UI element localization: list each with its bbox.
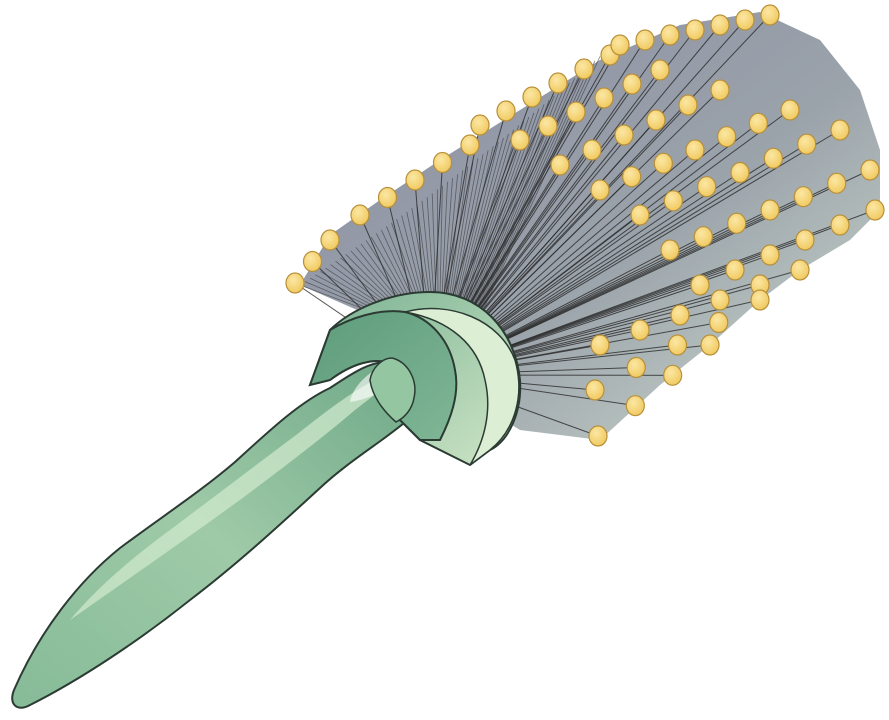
bristle-tip <box>471 115 489 135</box>
bristle-tip <box>728 213 746 233</box>
bristle-tip <box>701 335 719 355</box>
handle-highlight <box>70 372 392 620</box>
bristle-tip <box>497 101 515 121</box>
bristle-tip <box>828 173 846 193</box>
bristle-tip <box>791 260 809 280</box>
bristle-tip <box>595 88 613 108</box>
bristle-tip <box>698 177 716 197</box>
bristle-tip <box>631 205 649 225</box>
bristle-tip <box>694 227 712 247</box>
bristle-tip <box>567 102 585 122</box>
bristle-tip <box>589 426 607 446</box>
bristle-tip <box>761 245 779 265</box>
bristle-tip <box>321 230 339 250</box>
bristle-tip <box>406 170 424 190</box>
bristle-tip <box>686 140 704 160</box>
bristle-tip <box>661 240 679 260</box>
bristle-tip <box>761 200 779 220</box>
bristle-tip <box>831 120 849 140</box>
bristle-tip <box>539 116 557 136</box>
bristle-tip <box>627 358 645 378</box>
bristle-tip <box>551 155 569 175</box>
bristle-tip <box>523 87 541 107</box>
bristle-tip <box>761 5 779 25</box>
bristle-tip <box>591 335 609 355</box>
bristle-tip <box>831 215 849 235</box>
bristle-tip <box>623 167 641 187</box>
bristle-tip <box>796 230 814 250</box>
bristle-tip <box>711 80 729 100</box>
bristle-tip <box>686 20 704 40</box>
bristle-tip <box>861 160 879 180</box>
bristle-tip <box>636 30 654 50</box>
bristle-tip <box>591 180 609 200</box>
bristle-tip <box>764 148 782 168</box>
bristle-tip <box>679 95 697 115</box>
bristle-tip <box>736 10 754 30</box>
bristle-tip <box>631 320 649 340</box>
bristle-tip <box>615 125 633 145</box>
bristle-tip <box>647 110 665 130</box>
brush-handle <box>12 362 414 708</box>
bristle-tip <box>351 205 369 225</box>
bristle-tip <box>434 153 452 173</box>
bristle-tip <box>664 365 682 385</box>
bristle-tip <box>669 335 687 355</box>
bristle-tip <box>623 74 641 94</box>
bristle-tip <box>798 134 816 154</box>
bristle-tip <box>583 140 601 160</box>
bristle-tip <box>461 135 479 155</box>
bristle-tip <box>749 113 767 133</box>
bristle-tip <box>794 187 812 207</box>
bristle-tip <box>718 127 736 147</box>
bristle-tip <box>379 188 397 208</box>
bristle-tip <box>549 73 567 93</box>
bristle-tip <box>661 25 679 45</box>
bristle-tip <box>626 396 644 416</box>
bristle-tip <box>731 163 749 183</box>
bristle-tip <box>866 200 884 220</box>
bristle-tip <box>511 130 529 150</box>
bristle-tip <box>691 275 709 295</box>
bristle-tip <box>781 100 799 120</box>
bristle-tip <box>286 273 304 293</box>
bristle-tip <box>711 290 729 310</box>
bristle-tip <box>611 35 629 55</box>
bristle-tip <box>651 60 669 80</box>
bristle-tip <box>710 313 728 333</box>
bristle-tip <box>586 380 604 400</box>
bristle-tip <box>664 191 682 211</box>
bristle-tip <box>711 15 729 35</box>
bristle-tip <box>726 260 744 280</box>
bristle-tip <box>304 252 322 272</box>
bristle-tip <box>751 290 769 310</box>
bristle-tip <box>671 305 689 325</box>
bristle-tip <box>575 59 593 79</box>
bristle-tip <box>654 153 672 173</box>
